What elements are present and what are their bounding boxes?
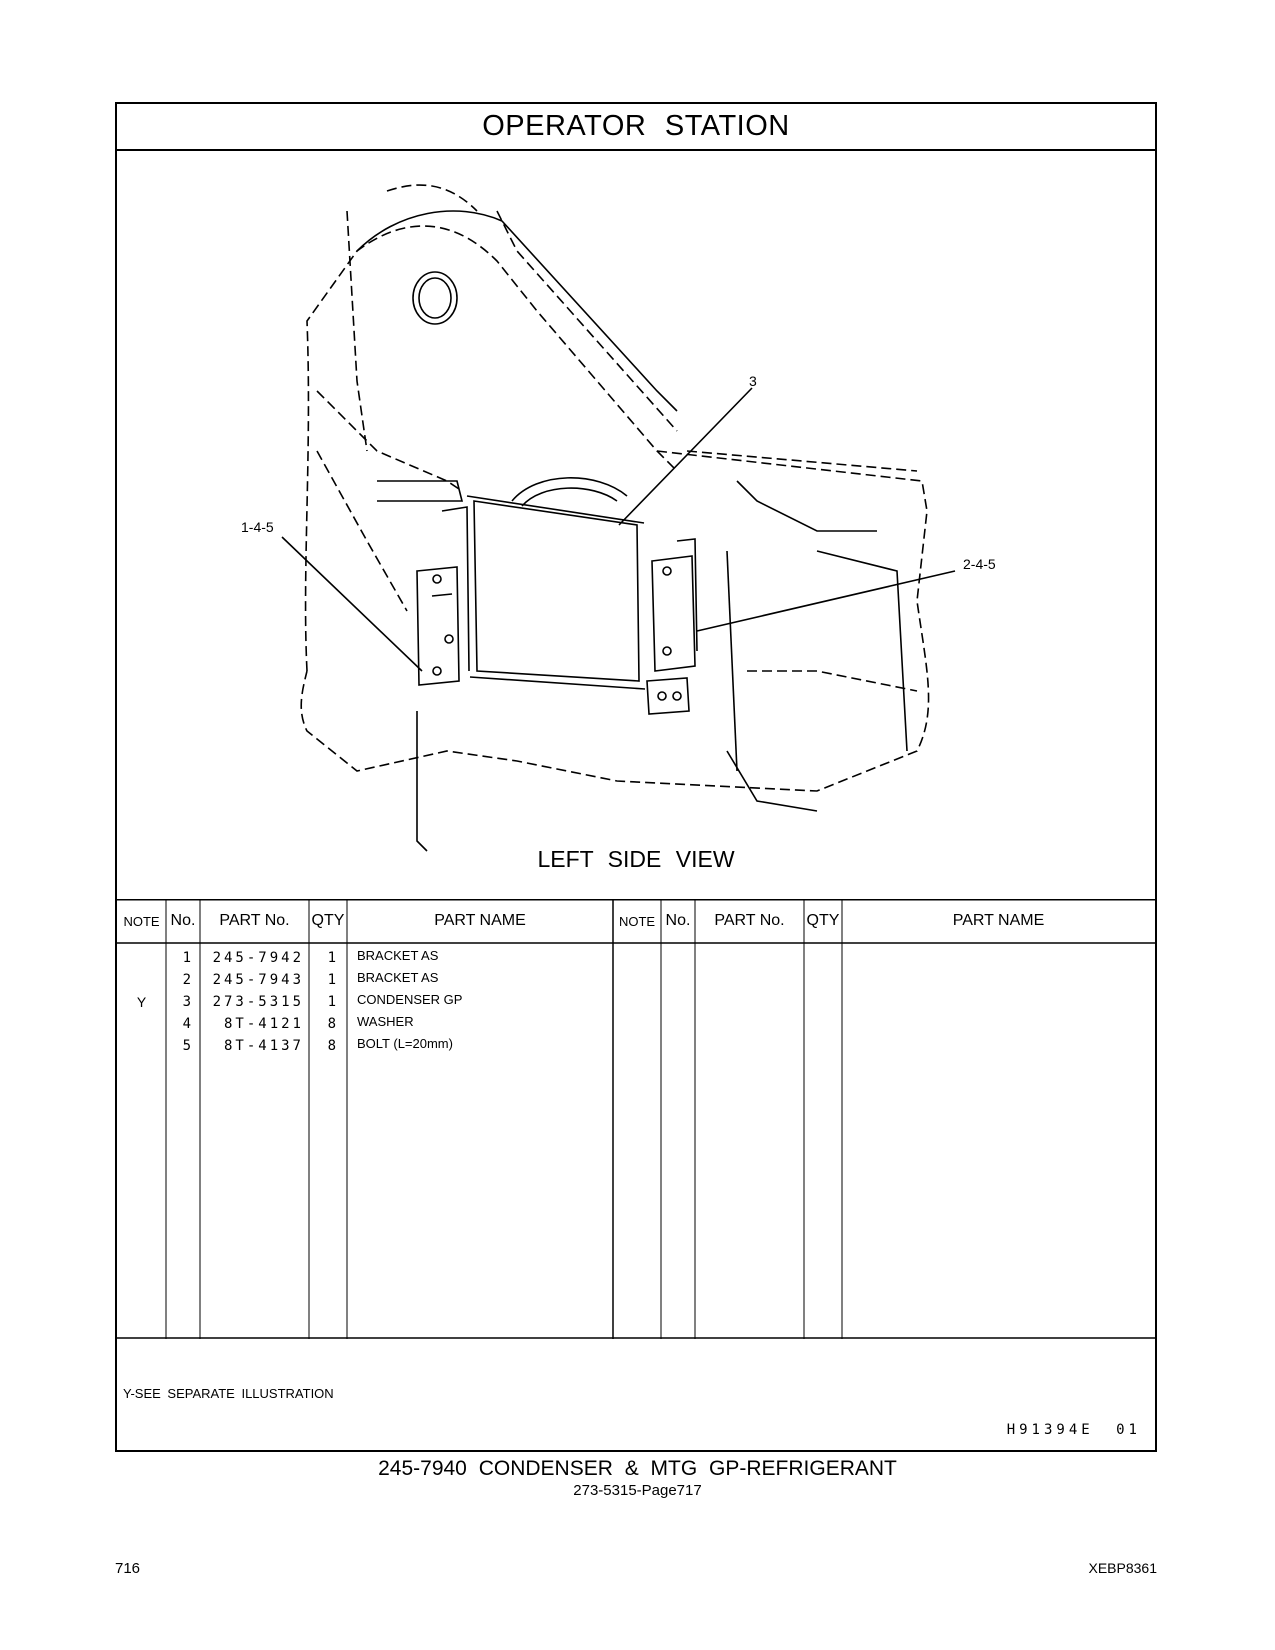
row3-name: CONDENSER GP [357,992,463,1007]
page-number: 716 [115,1560,141,1577]
row5-name: BOLT (L=20mm) [357,1036,453,1051]
row5-qty: 8 [327,1038,339,1054]
row3-no: 3 [182,994,194,1010]
footnote: Y-SEE SEPARATE ILLUSTRATION [123,1386,334,1401]
row5-note [117,1035,166,1057]
exploded-illustration: 1-4-5 3 2-4-5 LEFT SIDE VIEW [117,151,1155,899]
row4-part-no: 8T-4121 [223,1016,304,1032]
row3-qty: 1 [327,994,339,1010]
row4-note [117,1013,166,1035]
header-qty-2: QTY [806,912,840,929]
row2-no: 2 [182,972,194,988]
row1-part-no: 245-7942 [212,950,304,966]
row4-name: WASHER [357,1014,414,1029]
header-note: NOTE [123,913,160,929]
header-no-2: No. [665,912,691,929]
header-part-no-2: PART No. [714,912,785,929]
condenser-drawing [281,184,956,852]
row2-qty: 1 [327,972,339,988]
row3-note: Y [136,994,147,1010]
row5-part-no: 8T-4137 [223,1038,304,1054]
row2-part-no: 245-7943 [212,972,304,988]
callout-1-4-5: 1-4-5 [241,519,274,535]
view-label: LEFT SIDE VIEW [537,846,735,872]
row4-qty: 8 [327,1016,339,1032]
section-title: OPERATOR STATION [117,104,1155,151]
header-no: No. [170,912,196,929]
row2-note [117,969,166,991]
header-qty: QTY [311,912,345,929]
row1-name: BRACKET AS [357,948,439,963]
document-code: XEBP8361 [1088,1560,1158,1576]
group-subcaption: 273-5315-Page717 [573,1482,702,1499]
parts-table: NOTE No. PART No. QTY PART NAME NOTE No.… [117,899,1155,1339]
parts-page-frame: OPERATOR STATION [115,102,1157,1452]
header-part-no: PART No. [219,912,290,929]
row1-qty: 1 [327,950,339,966]
row2-name: BRACKET AS [357,970,439,985]
parts-table-grid [117,899,1155,1339]
row5-no: 5 [182,1038,194,1054]
row4-no: 4 [182,1016,194,1032]
callout-3: 3 [749,373,757,389]
group-caption: 245-7940 CONDENSER & MTG GP-REFRIGERANT [378,1457,897,1480]
illustration-ref-code: H91394E 01 [1006,1422,1141,1438]
callout-2-4-5: 2-4-5 [963,556,996,572]
header-part-name-2: PART NAME [952,912,1045,929]
row3-part-no: 273-5315 [212,994,304,1010]
header-note-2: NOTE [618,913,656,929]
row1-no: 1 [182,950,194,966]
row1-note [117,947,166,969]
header-part-name: PART NAME [434,912,526,929]
